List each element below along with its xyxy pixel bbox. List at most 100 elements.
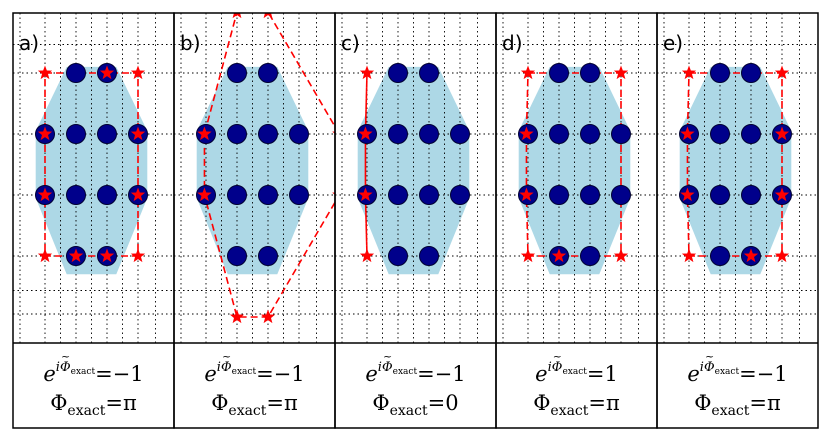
loop-path [525, 72, 622, 257]
phase-value: =π [266, 391, 298, 415]
path-star [359, 248, 375, 263]
diagram-area [496, 13, 657, 343]
site-dot [741, 124, 761, 144]
site-dot [580, 124, 600, 144]
path-star [743, 248, 759, 263]
path-star [37, 187, 53, 202]
path-star [99, 248, 115, 263]
path-star [130, 187, 146, 202]
site-dot [289, 124, 309, 144]
site-dot [258, 63, 278, 83]
path-star [260, 309, 276, 324]
site-dot [419, 124, 439, 144]
diagram-area [174, 13, 335, 343]
path-star [519, 126, 534, 141]
phase-value: =π [749, 391, 781, 415]
panel-b: b) [173, 12, 336, 429]
site-dot [97, 185, 117, 205]
site-dot [580, 63, 600, 83]
site-dot [66, 124, 86, 144]
panel-label: e) [663, 31, 683, 55]
loop-path [686, 72, 783, 257]
panel-a: a) [12, 12, 175, 429]
loop-path [44, 72, 139, 257]
panel-e: e) [656, 12, 819, 429]
phase-tilde-expression: eiΦexact=1 [496, 351, 657, 386]
path-star [263, 13, 273, 19]
panel-label: d) [502, 31, 523, 55]
site-dot [580, 185, 600, 205]
phase-tilde-value: =−1 [739, 362, 788, 386]
panel-c: c) [334, 12, 497, 429]
path-star [130, 126, 146, 141]
site-dot [710, 63, 730, 83]
phase-tilde-expression: eiΦexact=−1 [335, 351, 496, 386]
site-dot [258, 246, 278, 266]
path-star [774, 126, 790, 141]
site-dot [580, 246, 600, 266]
diagram-area [13, 13, 174, 343]
path-star [37, 65, 53, 80]
path-star [359, 65, 375, 80]
phase-tilde-expression: eiΦexact=−1 [657, 351, 818, 386]
site-dot [258, 124, 278, 144]
site-dot [66, 185, 86, 205]
site-dot [549, 124, 569, 144]
site-dot [227, 124, 247, 144]
site-dot [388, 246, 408, 266]
site-dot [710, 185, 730, 205]
site-dot [611, 124, 631, 144]
path-star [680, 187, 695, 202]
path-star [681, 248, 697, 263]
site-dot [549, 185, 569, 205]
site-dot [741, 63, 761, 83]
path-star [68, 248, 84, 263]
phase-tilde-expression: eiΦexact=−1 [13, 351, 174, 385]
phase-tilde-value: =−1 [417, 362, 466, 386]
phase-expression: Φexact=π [50, 391, 137, 419]
path-star [130, 248, 146, 263]
path-star [680, 126, 695, 141]
path-star [681, 65, 697, 80]
path-star [613, 248, 629, 263]
phase-tilde-value: =−1 [256, 362, 305, 386]
path-star [551, 248, 567, 263]
path-star [613, 65, 629, 80]
path-star [358, 126, 373, 141]
path-star [520, 248, 536, 263]
diagram-area [657, 13, 818, 343]
path-star [774, 65, 790, 80]
panel-border [656, 12, 819, 429]
site-dot [450, 185, 470, 205]
panel-label: c) [341, 31, 360, 55]
site-dot [388, 63, 408, 83]
site-dot [97, 124, 117, 144]
panel-label: b) [180, 31, 201, 55]
site-dot [741, 185, 761, 205]
site-dot [258, 185, 278, 205]
site-dot [450, 124, 470, 144]
panel-label: a) [19, 31, 39, 55]
path-star [37, 126, 53, 141]
site-dot [611, 185, 631, 205]
path-star [99, 65, 115, 80]
site-dot [388, 185, 408, 205]
path-star [130, 65, 146, 80]
path-star [358, 187, 373, 202]
path-star [232, 13, 242, 19]
path-star [37, 248, 53, 263]
site-dot [227, 185, 247, 205]
site-dot [66, 63, 86, 83]
site-dot [710, 246, 730, 266]
path-star [197, 187, 212, 202]
phase-tilde-value: =1 [586, 362, 618, 386]
path-star [774, 187, 790, 202]
site-dot [388, 124, 408, 144]
phase-expression: Φexact=π [533, 391, 620, 419]
phase-value: =0 [427, 391, 459, 415]
path-star [229, 309, 245, 324]
site-dot [419, 63, 439, 83]
path-star [197, 126, 212, 141]
phase-value: =π [105, 391, 137, 415]
